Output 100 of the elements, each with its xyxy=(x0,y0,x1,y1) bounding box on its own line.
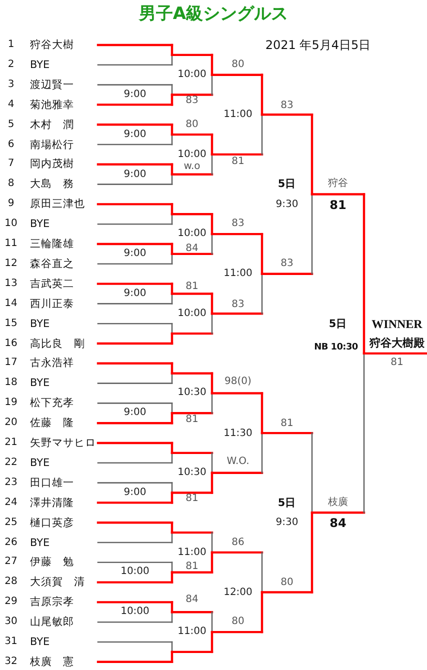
player-name: 渡辺賢一 xyxy=(30,80,74,90)
match-time: 10:00 xyxy=(178,70,206,80)
player-name: 南場松行 xyxy=(30,139,74,150)
seed-number: 25 xyxy=(4,518,18,528)
schedule-text: NB 10:30 xyxy=(314,344,358,352)
score: 80 xyxy=(186,120,198,130)
seed-number: 1 xyxy=(8,40,14,50)
seed-number: 13 xyxy=(4,278,18,289)
match-time: 10:30 xyxy=(178,468,206,478)
seed-number: 17 xyxy=(4,358,18,368)
finalist-name: 枝廣 xyxy=(328,498,348,508)
match-time: 9:00 xyxy=(124,488,146,498)
player-name: BYE xyxy=(30,636,50,648)
score: 84 xyxy=(186,595,198,605)
score: 81 xyxy=(232,157,244,167)
match-time: 9:00 xyxy=(124,170,146,180)
seed-number: 15 xyxy=(4,318,18,329)
score: 81 xyxy=(390,358,404,368)
player-name: 佐藤 隆 xyxy=(30,418,74,428)
score: w.o xyxy=(184,162,200,172)
seed-number: 19 xyxy=(4,398,18,408)
score: 81 xyxy=(186,562,198,572)
score: 81 xyxy=(186,282,198,292)
date-text: 2021 年5月4日5日 xyxy=(265,39,371,51)
seed-number: 23 xyxy=(4,478,18,488)
match-time: 10:00 xyxy=(120,607,150,617)
score: 83 xyxy=(232,300,244,310)
player-name: 木村 潤 xyxy=(30,119,74,130)
seed-number: 27 xyxy=(4,557,18,568)
player-name: 岡内茂樹 xyxy=(30,159,74,170)
player-name: 高比良 剛 xyxy=(30,338,85,349)
player-name: 樋口英彦 xyxy=(30,517,74,528)
match-time: 10:30 xyxy=(178,388,206,398)
score: 83 xyxy=(186,96,198,106)
score: 84 xyxy=(186,244,198,254)
match-time: 12:00 xyxy=(224,588,252,598)
score: 80 xyxy=(232,60,244,70)
schedule-text: 5日 xyxy=(278,178,296,190)
seed-number: 29 xyxy=(4,597,18,608)
match-time: 11:30 xyxy=(224,429,252,439)
player-name: 山尾敏郎 xyxy=(30,616,74,628)
player-name: 矢野マサヒロ xyxy=(30,438,96,448)
seed-number: 4 xyxy=(8,100,14,110)
player-name: 伊藤 勉 xyxy=(30,557,74,568)
player-name: 田口雄一 xyxy=(30,478,74,488)
seed-number: 12 xyxy=(4,258,18,269)
player-name: 森谷直之 xyxy=(30,258,74,270)
score: 83 xyxy=(232,219,244,229)
match-time: 10:00 xyxy=(120,567,150,577)
player-name: 吉武英二 xyxy=(30,278,74,290)
match-time: 10:00 xyxy=(178,229,206,239)
player-name: 原田三津也 xyxy=(30,198,85,210)
player-name: BYE xyxy=(30,318,50,329)
seed-number: 2 xyxy=(8,60,14,70)
seed-number: 10 xyxy=(4,219,18,230)
player-name: 吉原宗孝 xyxy=(30,596,74,608)
match-time: 9:00 xyxy=(124,249,146,259)
seed-number: 11 xyxy=(4,239,18,249)
score: 81 xyxy=(186,415,198,425)
score: 83 xyxy=(280,101,294,111)
winner-name: 狩谷大樹殿 xyxy=(370,338,424,348)
player-name: 古永浩祥 xyxy=(30,358,74,369)
match-time: 11:00 xyxy=(224,110,252,120)
match-time: 10:00 xyxy=(178,309,206,319)
match-time: 10:00 xyxy=(178,150,206,160)
score: 83 xyxy=(280,259,294,269)
score: 81 xyxy=(330,199,346,211)
title: 男子A級シングルス xyxy=(138,3,290,25)
player-name: 三輪隆雄 xyxy=(30,238,74,250)
player-name: 大須賀 清 xyxy=(30,577,85,588)
schedule-text: 5日 xyxy=(278,498,296,508)
seed-number: 21 xyxy=(4,438,18,448)
seed-number: 28 xyxy=(4,577,18,588)
player-name: BYE xyxy=(30,218,50,230)
match-time: 11:00 xyxy=(224,269,252,279)
seed-number: 6 xyxy=(8,140,14,150)
seed-number: 16 xyxy=(4,338,18,348)
seed-number: 7 xyxy=(8,159,14,170)
player-name: BYE xyxy=(30,458,50,468)
score: 81 xyxy=(280,419,294,429)
score: 80 xyxy=(232,617,244,627)
player-name: 枝廣 憲 xyxy=(30,656,74,668)
player-name: 菊池雅幸 xyxy=(30,99,74,110)
score: 86 xyxy=(232,538,244,548)
player-name: 澤井清隆 xyxy=(30,497,74,508)
seed-number: 32 xyxy=(4,656,18,667)
score: W.O. xyxy=(226,457,250,467)
score: 80 xyxy=(280,578,294,588)
match-time: 9:00 xyxy=(124,408,146,418)
seed-number: 18 xyxy=(4,378,18,388)
seed-number: 31 xyxy=(4,637,18,647)
player-name: 松下充孝 xyxy=(30,398,74,408)
match-time: 9:30 xyxy=(276,200,298,210)
seed-number: 8 xyxy=(8,179,14,190)
winner-heading: WINNER xyxy=(372,318,422,330)
seed-number: 9 xyxy=(8,199,14,210)
seed-number: 3 xyxy=(8,80,14,90)
match-time: 9:00 xyxy=(124,90,146,100)
player-name: BYE xyxy=(30,60,50,70)
seed-number: 14 xyxy=(4,298,18,309)
